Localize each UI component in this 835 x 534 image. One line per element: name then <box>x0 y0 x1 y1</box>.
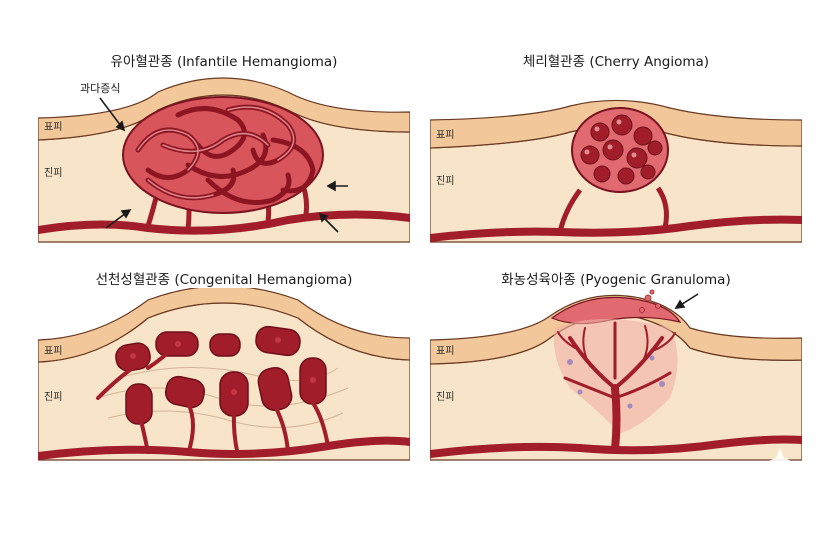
deep-vessel <box>430 215 802 242</box>
panel-title: 유아혈관종 (Infantile Hemangioma) <box>110 54 338 70</box>
pyogenic-granuloma-diagram: 표피 진피 <box>430 289 802 468</box>
panel-title: 선천성혈관종 (Congenital Hemangioma) <box>95 272 353 288</box>
epidermis-label: 표피 <box>436 345 454 357</box>
epidermis-layer <box>38 288 410 363</box>
dermis-label: 진피 <box>44 391 62 403</box>
deep-vessel <box>38 436 410 460</box>
cherry-angioma-diagram: 표피 진피 <box>430 99 802 243</box>
epidermis-label: 표피 <box>436 129 454 141</box>
deep-vessel <box>430 435 802 458</box>
panel-title: 화농성육아종 (Pyogenic Granuloma) <box>501 272 731 288</box>
epidermis-label: 표피 <box>44 345 62 357</box>
panel-infantile-hemangioma: 유아혈관종 (Infantile Hemangioma) <box>38 44 410 249</box>
panel-congenital-hemangioma: 선천성혈관종 (Congenital Hemangioma) <box>38 262 410 467</box>
dermis-label: 진피 <box>436 391 454 403</box>
deep-vessel <box>38 210 410 235</box>
sparkle-icon <box>766 448 794 468</box>
epidermis-label: 표피 <box>44 121 62 133</box>
panel-cherry-angioma: 체리혈관종 (Cherry Angioma) 표피 진피 <box>430 44 802 249</box>
panel-pyogenic-granuloma: 화농성육아종 (Pyogenic Granuloma) 표피 <box>430 262 802 468</box>
hyperproliferation-label: 과다증식 <box>80 82 120 95</box>
infantile-hemangioma-diagram: 과다증식 표피 진피 <box>38 77 410 243</box>
congenital-hemangioma-diagram: 표피 진피 <box>38 288 410 461</box>
dermis-label: 진피 <box>44 167 62 179</box>
panel-title: 체리혈관종 (Cherry Angioma) <box>522 54 710 70</box>
dermis-label: 진피 <box>436 175 454 187</box>
